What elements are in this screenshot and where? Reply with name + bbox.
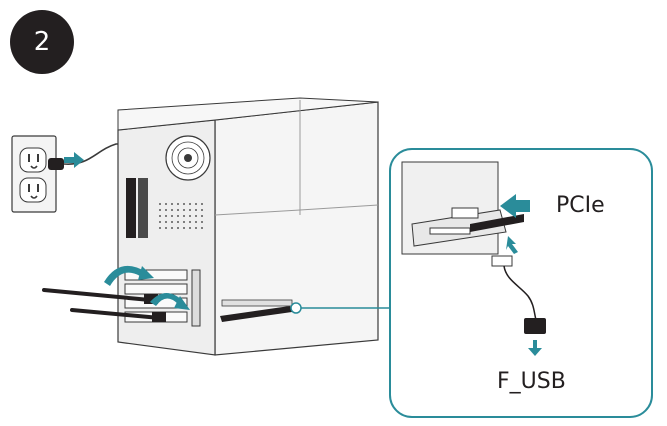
step-number-badge: 2 [10, 10, 74, 74]
zoomed-pcie-card [401, 161, 524, 255]
power-outlet-icon [11, 135, 57, 213]
usb-header-connector [491, 255, 546, 334]
right-arrow-icon [64, 152, 84, 168]
callout-leader [290, 302, 390, 314]
pc-tower [117, 97, 379, 356]
left-arrow-icon [500, 194, 530, 218]
pcie-label: PCIe [556, 193, 605, 218]
fusb-label: F_USB [497, 369, 566, 394]
up-arrow-icon [506, 236, 518, 254]
antenna-icon [42, 288, 166, 322]
down-arrow-icon [528, 340, 542, 356]
step-number: 2 [33, 27, 51, 57]
curved-arrow-icon [104, 265, 190, 310]
